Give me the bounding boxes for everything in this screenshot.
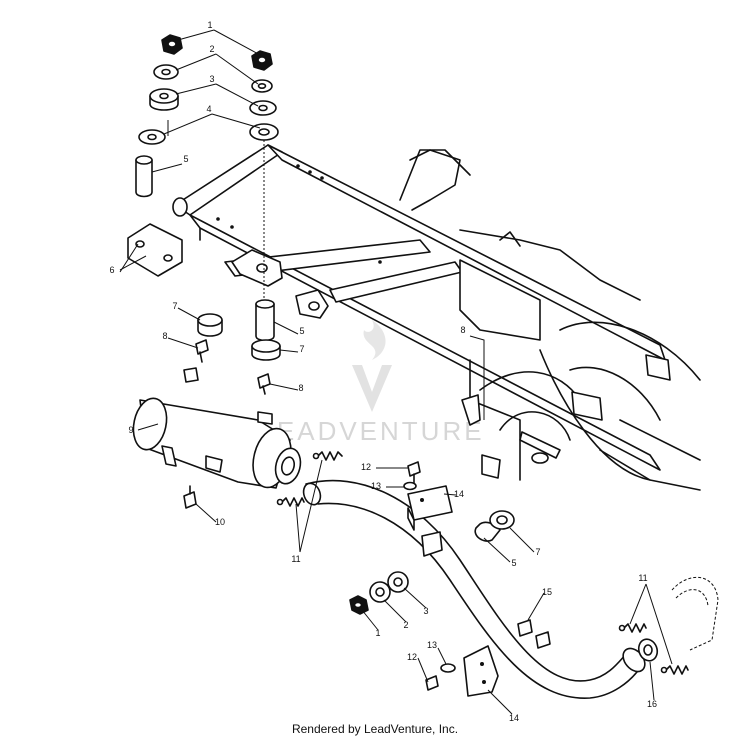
callout-c14a: 14	[454, 489, 464, 499]
lower-bracket	[425, 645, 499, 697]
callout-c2b: 2	[403, 620, 408, 630]
watermark-text: LEADVENTURE	[259, 416, 484, 446]
center-mount-bracket	[231, 249, 329, 319]
callout-c8b: 8	[298, 383, 303, 393]
footer-credit: Rendered by LeadVenture, Inc.	[291, 722, 459, 736]
callout-c10: 10	[215, 517, 225, 527]
callout-c5a: 5	[183, 154, 188, 164]
callout-c5b: 5	[299, 326, 304, 336]
callout-c14b: 14	[509, 713, 519, 723]
watermark: LEADVENTURE	[259, 320, 484, 446]
callout-c11a: 11	[291, 554, 300, 564]
callout-c12a: 12	[361, 462, 371, 472]
callout-c16: 16	[647, 699, 657, 709]
callout-c7a: 7	[172, 301, 177, 311]
callout-c6: 6	[109, 265, 114, 275]
exhaust-pipe	[302, 479, 646, 699]
callout-c3a: 3	[209, 74, 214, 84]
springs-right	[618, 576, 719, 675]
left-mount-stack	[127, 34, 223, 363]
callout-c13a: 13	[371, 481, 381, 491]
springs-left	[276, 451, 343, 507]
callout-c5c: 5	[511, 558, 516, 568]
muffler	[132, 367, 302, 509]
frame	[172, 144, 701, 491]
callout-c15: 15	[542, 587, 552, 597]
callout-c1a: 1	[207, 20, 212, 30]
callout-c7c: 7	[535, 547, 540, 557]
callout-c13b: 13	[427, 640, 437, 650]
callout-c9: 9	[128, 425, 133, 435]
pipe-mount-stack	[474, 510, 515, 542]
callout-c12b: 12	[407, 652, 417, 662]
callout-c8a: 8	[162, 331, 167, 341]
lower-mount-stack	[349, 571, 409, 615]
leader-lines	[119, 29, 673, 715]
callout-c2a: 2	[209, 44, 214, 54]
callout-c8c: 8	[460, 325, 465, 335]
callout-c3b: 3	[423, 606, 428, 616]
callout-c4a: 4	[206, 104, 211, 114]
callout-c11b: 11	[638, 573, 647, 583]
callout-c7b: 7	[299, 344, 304, 354]
right-mount-stack	[249, 50, 281, 395]
callout-c1b: 1	[375, 628, 380, 638]
upper-bracket	[403, 461, 453, 531]
